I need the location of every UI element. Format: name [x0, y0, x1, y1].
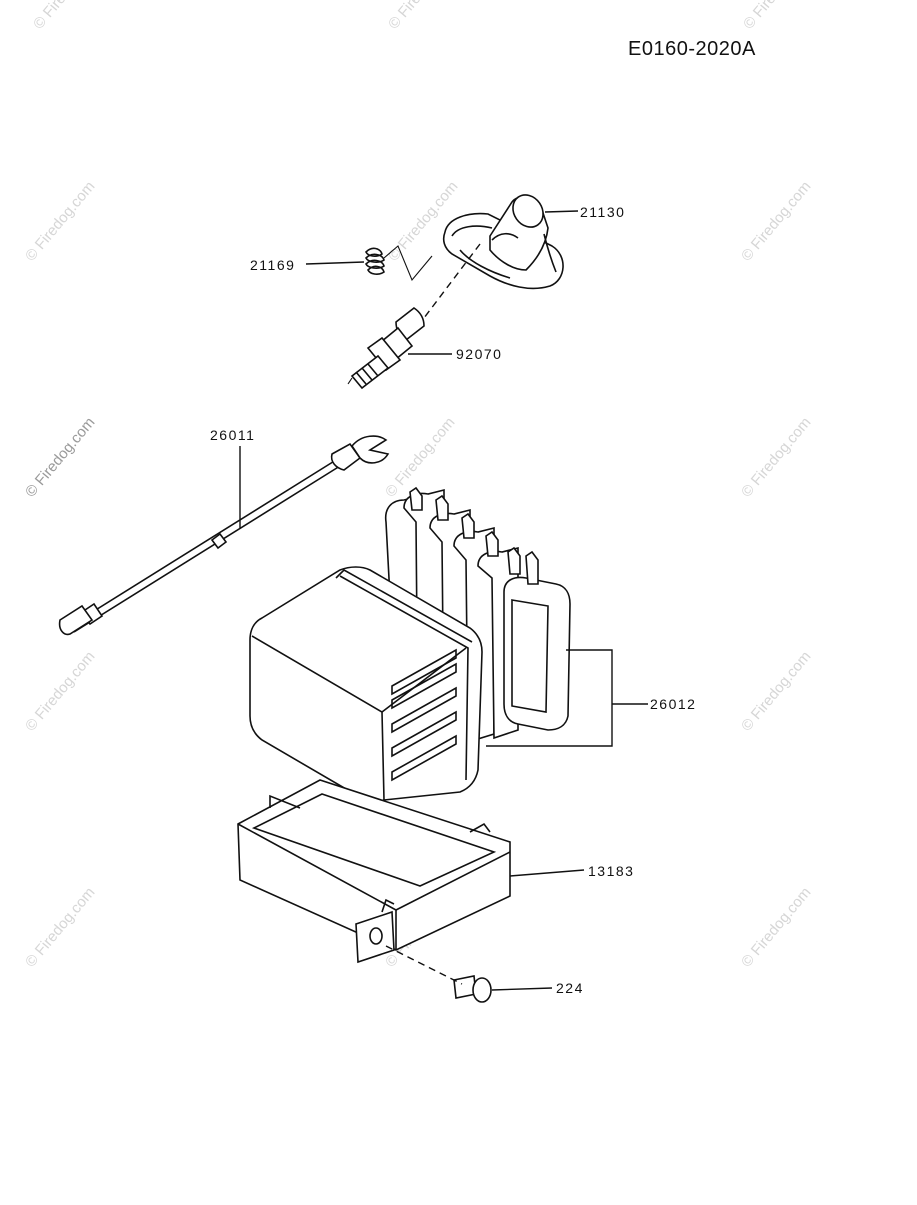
part-label-spring: 21169 [250, 257, 295, 273]
watermark: © Firedog.com [30, 0, 106, 33]
watermark: © Firedog.com [740, 0, 816, 33]
spark-plug-cap [442, 194, 564, 290]
leader-screw [491, 987, 553, 991]
spring [365, 245, 433, 282]
screw [453, 975, 492, 1003]
part-label-ignition-coil: 26012 [650, 696, 696, 712]
bracket [237, 779, 511, 964]
assembly-line [423, 243, 481, 319]
watermark: © Firedog.com [385, 0, 461, 33]
watermark: © Firedog.com [382, 414, 458, 500]
leader-bracket [509, 869, 585, 877]
ignition-coil-leader [486, 649, 648, 747]
leader-cap [544, 210, 579, 213]
watermark: © Firedog.com [738, 648, 814, 734]
watermark: © Firedog.com [22, 884, 98, 970]
watermark: © Firedog.com [22, 414, 98, 500]
part-label-spark-plug: 92070 [456, 346, 502, 362]
ignition-coil [249, 486, 571, 802]
watermark: © Firedog.com [22, 178, 98, 264]
diagram-code: E0160-2020A [628, 38, 756, 60]
watermark: © Firedog.com [738, 414, 814, 500]
part-label-bracket: 13183 [588, 863, 634, 879]
lead-wire [58, 435, 390, 636]
part-label-cap: 21130 [580, 204, 625, 220]
spark-plug [347, 307, 425, 390]
watermark: © Firedog.com [738, 884, 814, 970]
watermark: © Firedog.com [738, 178, 814, 264]
watermark: © Firedog.com [22, 648, 98, 734]
screw-assembly-line [385, 945, 463, 985]
part-label-lead-wire: 26011 [210, 427, 255, 443]
part-label-screw: 224 [556, 980, 584, 996]
leader-spring [305, 261, 365, 265]
